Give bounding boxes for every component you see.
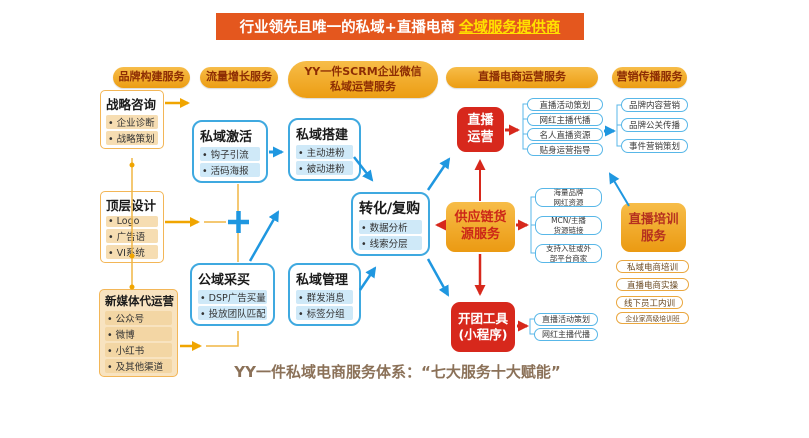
box-public-buying: 公域采买 DSP广告买量 投放团队匹配 xyxy=(190,263,275,326)
header-label: 直播电商运营服务 xyxy=(478,70,566,84)
header-live-ecommerce-services: 直播电商运营服务 xyxy=(446,67,598,88)
box-item: Logo xyxy=(106,216,158,227)
pill-training-1: 私域电商培训 xyxy=(616,260,689,273)
box-item: 线索分层 xyxy=(359,236,422,250)
pill-marketing-1: 品牌内容营销 xyxy=(621,98,688,112)
node-label-line1: 开团工具 xyxy=(457,310,508,326)
newmedia-connector-line xyxy=(206,331,239,347)
pill-group-tool-2: 网红主播代播 xyxy=(534,328,598,341)
box-title: 公域采买 xyxy=(198,273,251,288)
pill-live-ops-2: 网红主播代播 xyxy=(527,113,603,126)
box-item: 广告语 xyxy=(106,229,158,243)
node-live-training: 直播培训 服务 xyxy=(621,203,686,252)
box-conversion-repurchase: 转化/复购 数据分析 线索分层 xyxy=(351,192,430,256)
pill-supply-3: 支持入驻或外部平台商家 xyxy=(535,244,602,263)
box-item: 主动进粉 xyxy=(296,145,353,159)
header-label: 营销传播服务 xyxy=(616,70,683,84)
banner-highlight-text: 全域服务提供商 xyxy=(458,20,561,36)
box-item: 战略策划 xyxy=(106,131,158,145)
header-scrm-services: YY一件SCRM企业微信 私域运营服务 xyxy=(288,61,438,98)
box-item: 公众号 xyxy=(105,311,172,325)
box-title: 私域管理 xyxy=(296,273,349,288)
box-item: 活码海报 xyxy=(200,163,260,177)
pill-training-3: 线下员工内训 xyxy=(616,296,683,309)
pill-live-ops-1: 直播活动策划 xyxy=(527,98,603,111)
box-title: 私域激活 xyxy=(200,130,253,145)
arrow-convert-to-grouptool xyxy=(426,258,450,297)
header-marketing-services: 营销传播服务 xyxy=(612,67,687,88)
node-label-line2: 源服务 xyxy=(460,227,500,242)
box-item: 小红书 xyxy=(105,343,172,357)
header-label: 品牌构建服务 xyxy=(118,70,185,84)
banner-text: 行业领先且唯一的私域+直播电商 xyxy=(239,20,455,36)
box-item: 投放团队匹配 xyxy=(198,306,267,320)
pill-marketing-2: 品牌公关传播 xyxy=(621,118,688,132)
node-label-line2: 运营 xyxy=(467,129,494,145)
node-label-line2: (小程序) xyxy=(458,327,508,342)
header-brand-services: 品牌构建服务 xyxy=(113,67,190,88)
pill-group-tool-1: 直播活动策划 xyxy=(534,313,598,326)
pill-training-4: 企业家高级培训班 xyxy=(616,312,689,324)
box-private-management: 私域管理 群发消息 标签分组 xyxy=(288,263,361,326)
box-item: DSP广告买量 xyxy=(198,290,267,304)
box-item: 企业诊断 xyxy=(106,115,158,129)
box-item: 及其他渠道 xyxy=(105,359,172,373)
box-title: 转化/复购 xyxy=(359,201,421,217)
pill-live-ops-3: 名人直播资源 xyxy=(527,128,603,141)
box-item: VI系统 xyxy=(106,245,158,259)
header-label-line1: YY一件SCRM企业微信 xyxy=(304,64,422,78)
box-title: 战略咨询 xyxy=(106,97,157,112)
box-newmedia-agency: 新媒体代运营 公众号 微博 小红书 及其他渠道 xyxy=(99,289,178,377)
box-top-design: 顶层设计 Logo 广告语 VI系统 xyxy=(100,191,164,263)
header-label-line2: 私域运营服务 xyxy=(330,79,396,93)
node-label-line1: 供应链货 xyxy=(454,210,507,226)
header-traffic-services: 流量增长服务 xyxy=(200,67,278,88)
connector-dot xyxy=(129,162,135,168)
arrow-training-up xyxy=(608,172,630,207)
box-title: 私域搭建 xyxy=(296,128,349,143)
box-item: 被动进粉 xyxy=(296,161,353,175)
pill-marketing-3: 事件营销策划 xyxy=(621,139,688,153)
arrow-convert-to-liveops xyxy=(426,157,451,191)
pill-training-2: 直播电商实操 xyxy=(616,278,689,291)
node-label-line2: 服务 xyxy=(640,227,666,243)
node-label-line1: 直播培训 xyxy=(628,211,679,227)
arrow-publicbuy-up xyxy=(248,210,280,262)
box-title: 新媒体代运营 xyxy=(105,294,174,308)
box-title: 顶层设计 xyxy=(106,198,157,213)
box-item: 数据分析 xyxy=(359,220,422,234)
bracket-live-ops-pills xyxy=(522,103,527,150)
node-live-operations: 直播 运营 xyxy=(457,107,504,152)
header-label: 流量增长服务 xyxy=(206,70,272,84)
box-strategy-consulting: 战略咨询 企业诊断 战略策划 xyxy=(100,90,164,149)
node-supply-chain: 供应链货 源服务 xyxy=(446,202,515,252)
box-item: 标签分组 xyxy=(296,306,353,320)
box-item: 钩子引流 xyxy=(200,147,260,161)
box-private-activation: 私域激活 钩子引流 活码海报 xyxy=(192,120,268,183)
box-item: 微博 xyxy=(105,327,172,341)
arrow-manage-to-convert xyxy=(358,266,377,291)
box-item: 群发消息 xyxy=(296,290,353,304)
pill-supply-2: MCN/主播货源链接 xyxy=(535,216,602,235)
node-label-line1: 直播 xyxy=(467,112,494,128)
node-group-tool: 开团工具 (小程序) xyxy=(451,302,515,352)
pill-live-ops-4: 贴身运营指导 xyxy=(527,143,603,156)
bottom-caption: YY一件私域电商服务体系：“七大服务十大赋能” xyxy=(234,363,561,381)
pill-supply-1: 海量品牌网红资源 xyxy=(535,188,602,207)
box-private-build: 私域搭建 主动进粉 被动进粉 xyxy=(288,118,361,181)
title-banner: 行业领先且唯一的私域+直播电商 全域服务提供商 xyxy=(216,13,584,40)
